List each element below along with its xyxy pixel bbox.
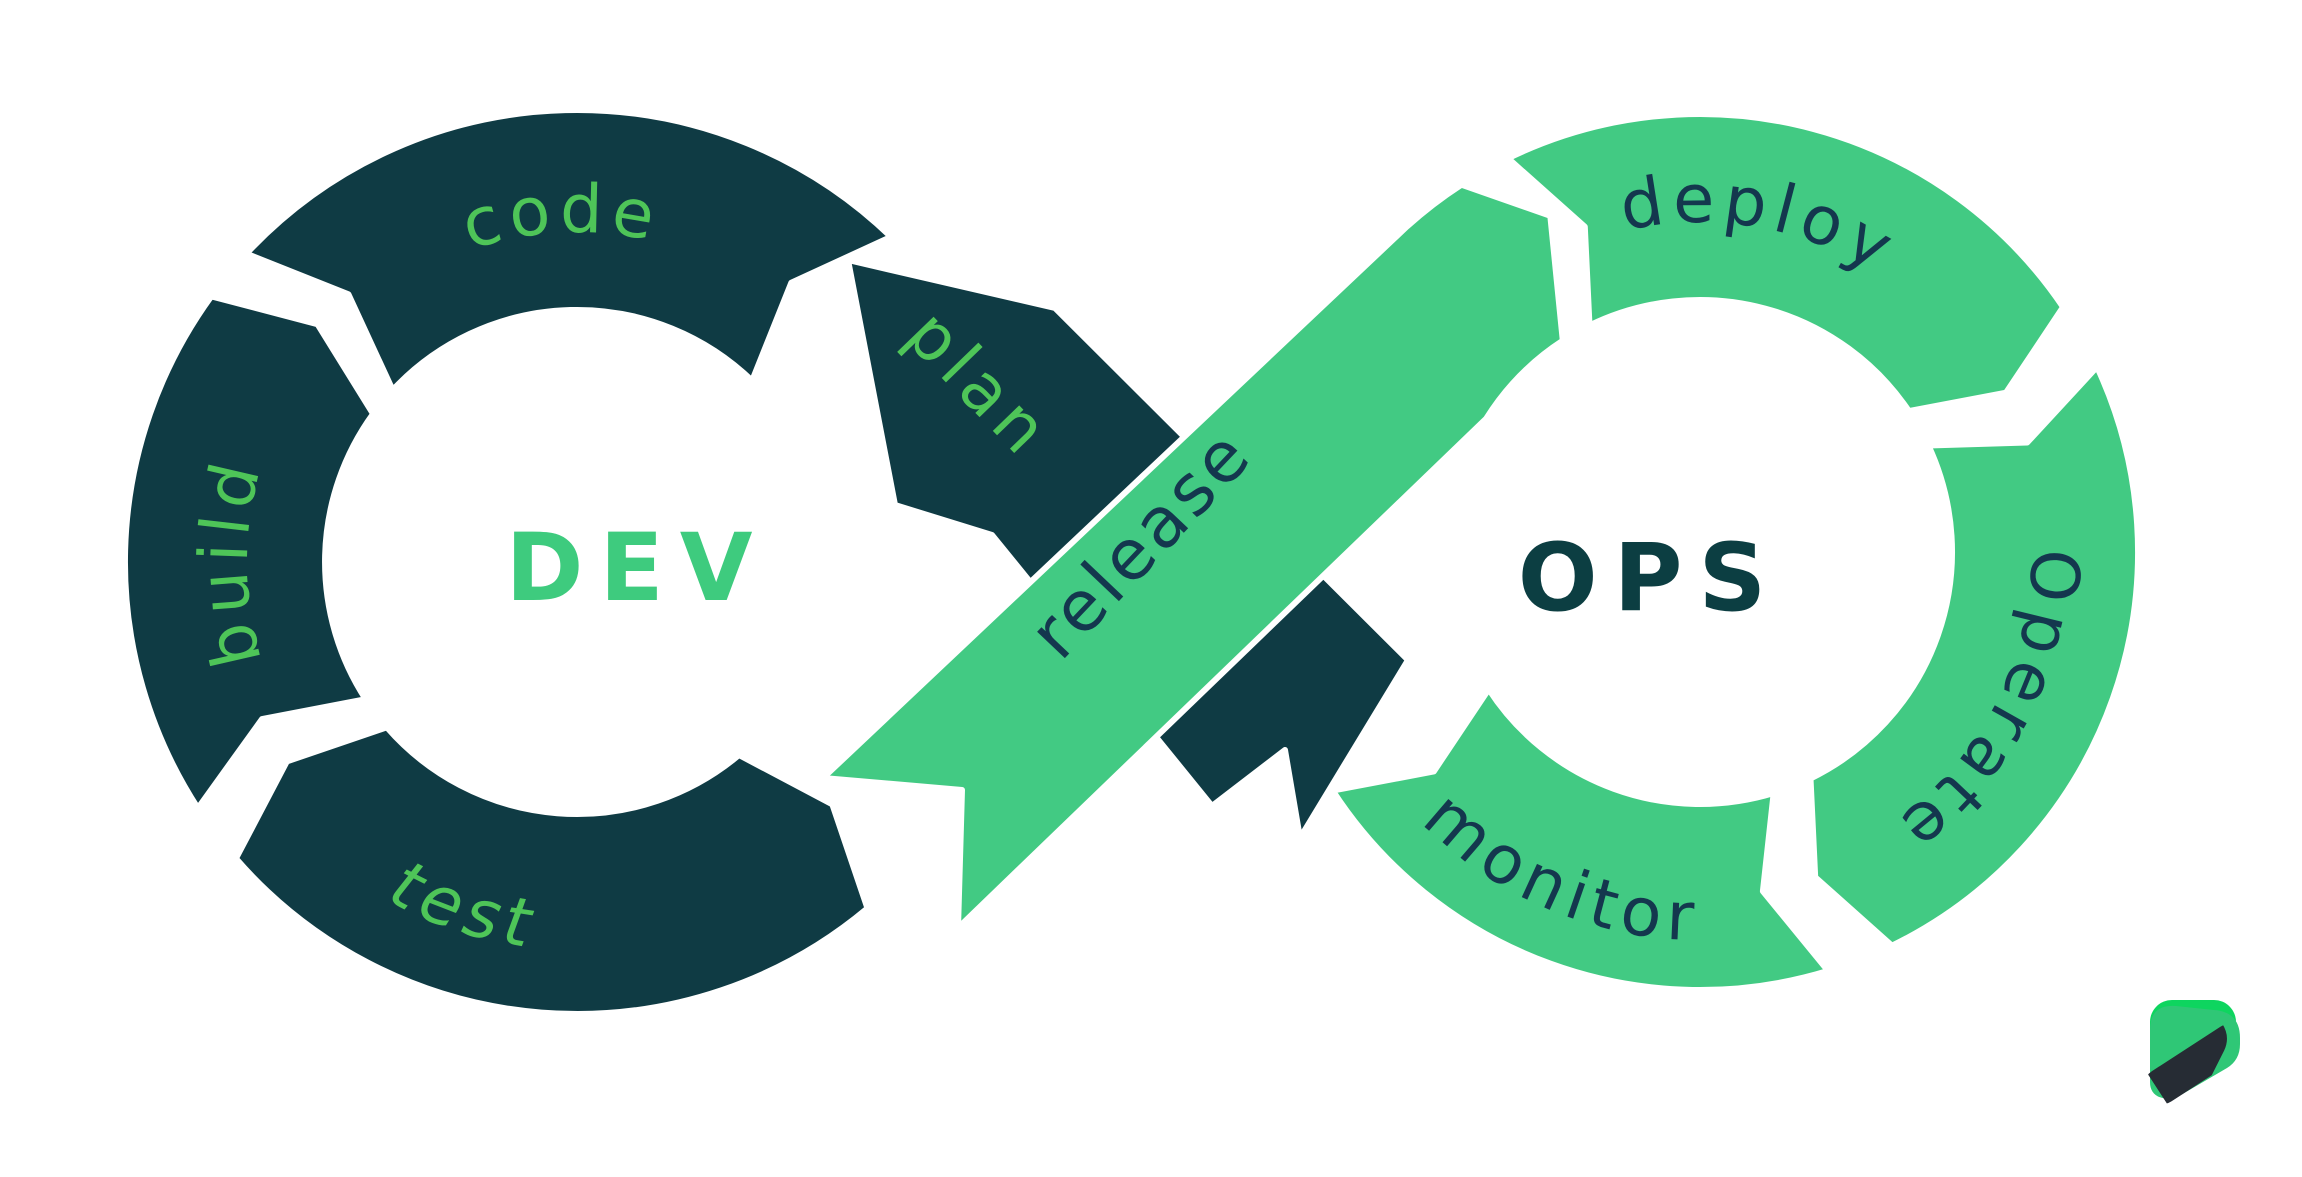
- segment-monitor: [1329, 686, 1832, 993]
- logo-diagonal-band: [2143, 1023, 2249, 1105]
- brand-logo-icon: [2143, 1000, 2249, 1105]
- dev-ring: [121, 106, 1411, 1017]
- segment-release-ribbon: [820, 181, 1566, 931]
- ops-center-label: OPS: [1518, 524, 1783, 633]
- segment-deploy: [1505, 111, 2067, 415]
- segment-test: [232, 724, 871, 1017]
- segment-build: [121, 293, 377, 812]
- dev-center-label: DEV: [506, 514, 769, 623]
- segment-code: [243, 106, 894, 394]
- segment-operate: [1807, 363, 2142, 949]
- ops-ring: [820, 111, 2142, 993]
